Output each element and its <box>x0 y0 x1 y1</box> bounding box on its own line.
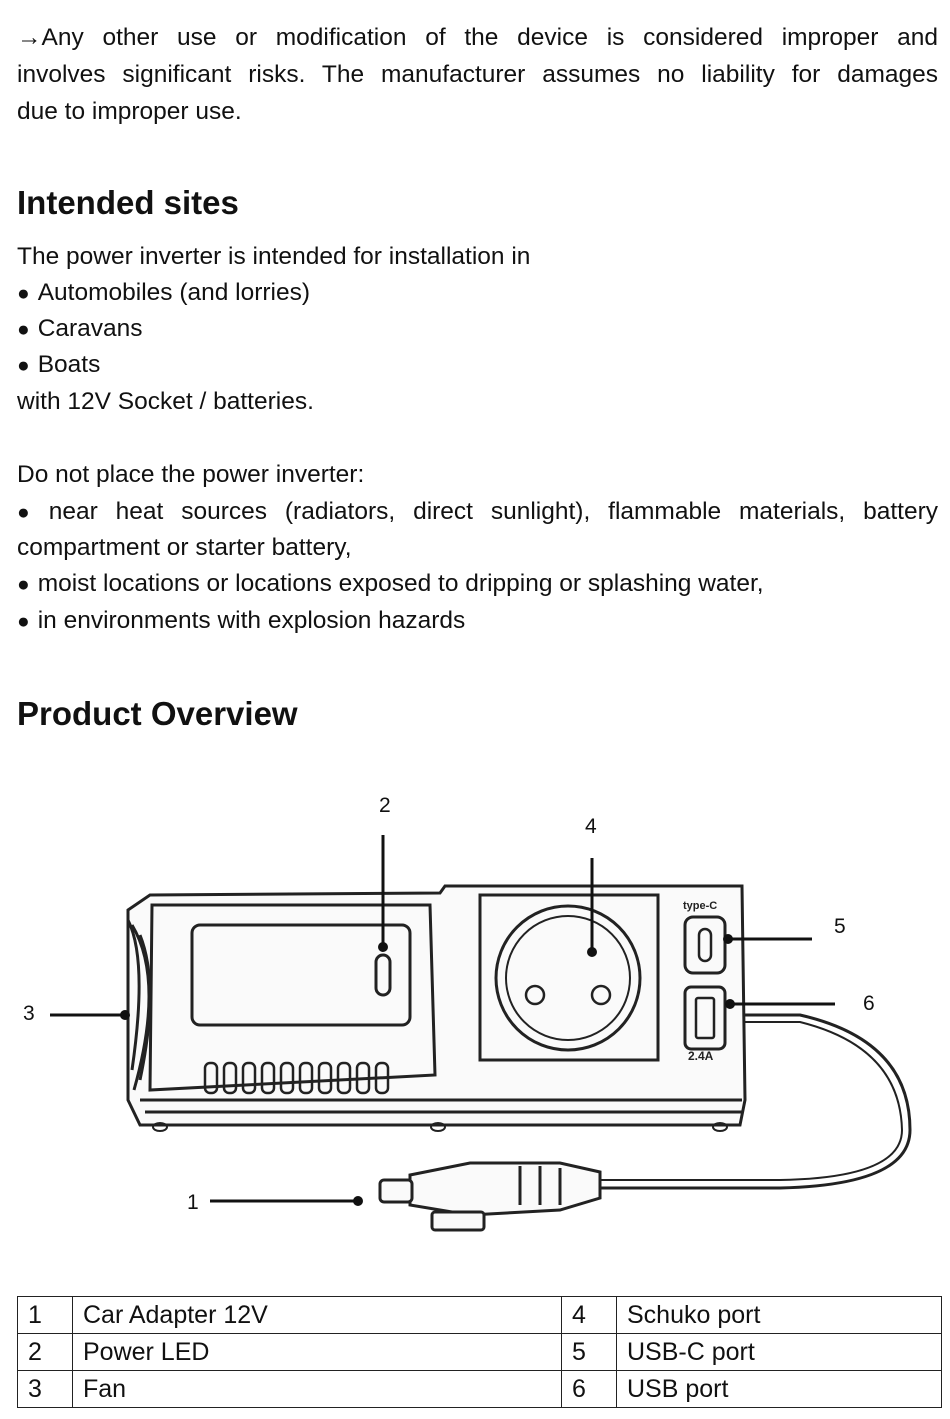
callout-1: 1 <box>187 1191 199 1214</box>
list-item: in environments with explosion hazards <box>17 603 466 640</box>
callout-2: 2 <box>379 794 391 817</box>
fan-side <box>130 924 152 1091</box>
vent-slots <box>203 1061 390 1095</box>
intro-line-2: involves significant risks. The manufact… <box>17 61 938 88</box>
list-item: Caravans <box>17 311 143 348</box>
cell-num: 6 <box>561 1370 617 1408</box>
list-item: Boats <box>17 347 101 384</box>
table-row: 3 Fan 6 USB port <box>17 1370 942 1408</box>
section-heading-product-overview: Product Overview <box>17 695 298 732</box>
usb-c-port <box>683 915 727 975</box>
callout-4: 4 <box>585 815 597 838</box>
do-not-place-lead: Do not place the power inverter: <box>17 461 365 488</box>
cell-num: 3 <box>17 1370 73 1408</box>
inverter-body <box>126 884 747 1127</box>
cell-name: Fan <box>72 1370 562 1408</box>
callout-lines <box>50 835 835 1206</box>
list-item: Automobiles (and lorries) <box>17 275 310 312</box>
table-row: 1 Car Adapter 12V 4 Schuko port <box>17 1296 942 1334</box>
parts-table: 1 Car Adapter 12V 4 Schuko port 2 Power … <box>17 1296 942 1408</box>
usb-a-label: 2.4A <box>688 1049 714 1063</box>
list-item: near heat sources (radiators, direct sun… <box>17 494 938 532</box>
feet <box>152 1122 728 1132</box>
cell-name: USB port <box>616 1370 942 1408</box>
cable <box>600 1013 912 1190</box>
cell-name: Car Adapter 12V <box>72 1296 562 1334</box>
intro-line-1: →Any other use or modification of the de… <box>17 24 938 51</box>
intended-sites-tail: with 12V Socket / batteries. <box>17 388 314 415</box>
table-row: 2 Power LED 5 USB-C port <box>17 1333 942 1371</box>
socket-frame <box>478 893 660 1062</box>
callout-5: 5 <box>834 915 846 938</box>
list-item-continuation: compartment or starter battery, <box>17 534 352 561</box>
cell-name: Schuko port <box>616 1296 942 1334</box>
cell-num: 1 <box>17 1296 73 1334</box>
cell-name: USB-C port <box>616 1333 942 1371</box>
cell-num: 2 <box>17 1333 73 1371</box>
cell-num: 4 <box>561 1296 617 1334</box>
intro-line-3: due to improper use. <box>17 98 242 125</box>
section-heading-intended-sites: Intended sites <box>17 184 239 221</box>
intended-sites-lead: The power inverter is intended for insta… <box>17 243 531 270</box>
cell-name: Power LED <box>72 1333 562 1371</box>
product-diagram: type-C 2.4A 1 2 3 4 5 6 <box>23 794 912 1232</box>
callout-6: 6 <box>863 992 875 1015</box>
car-plug <box>378 1161 602 1232</box>
usb-c-label: type-C <box>683 900 717 912</box>
schuko-socket <box>494 904 642 1052</box>
callout-3: 3 <box>23 1002 35 1025</box>
led-panel <box>190 923 412 1027</box>
cell-num: 5 <box>561 1333 617 1371</box>
usb-a-port <box>683 985 727 1051</box>
list-item: moist locations or locations exposed to … <box>17 566 764 603</box>
power-led <box>374 953 392 997</box>
